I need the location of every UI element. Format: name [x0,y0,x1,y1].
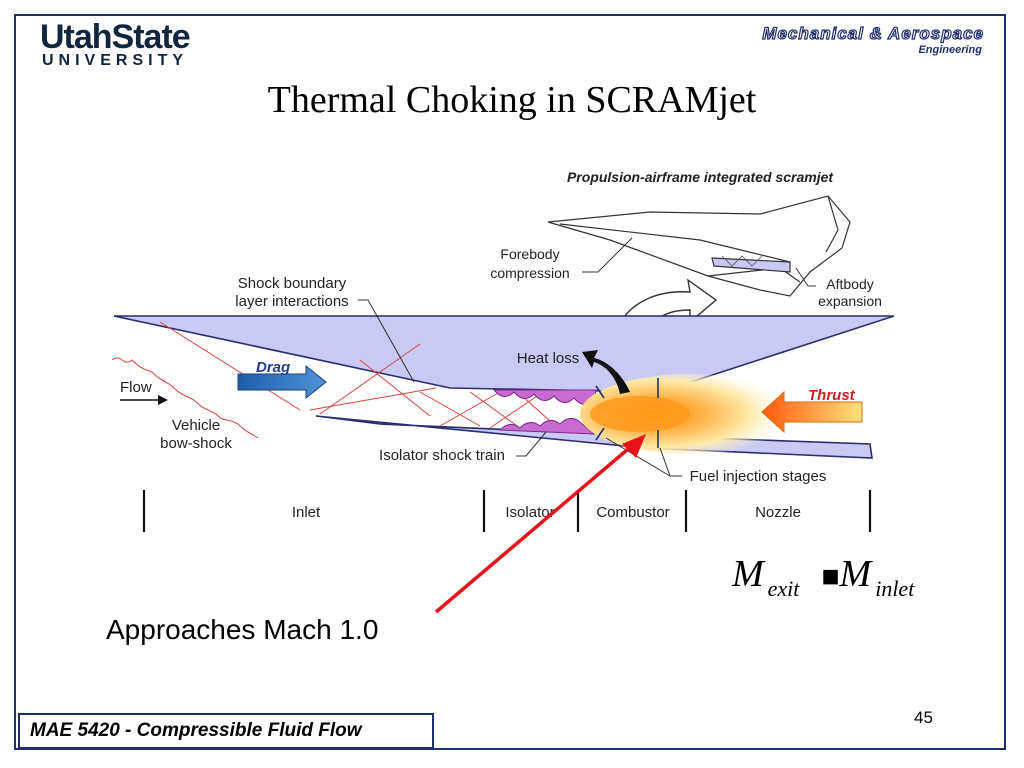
thrust-arrow [761,390,863,434]
injection-upper [492,389,597,405]
mae-dept-logo: Mechanical & Aerospace Engineering [762,23,984,56]
diagram-heading: Propulsion-airframe integrated scramjet [567,169,834,185]
flow-arrowhead [158,395,168,405]
course-footer: MAE 5420 - Compressible Fluid Flow [18,713,434,749]
bow-shock-label-2: bow-shock [160,435,232,452]
isolator-leader [516,431,547,457]
section-isolator: Isolator [505,504,554,521]
forebody-label-2: compression [490,265,569,281]
isolator-shock-train-label: Isolator shock train [379,447,505,464]
section-inlet: Inlet [292,504,321,521]
page-number: 45 [914,708,933,727]
engine-upper-body [113,315,895,393]
drag-arrow [237,364,327,400]
bow-shock-wave [111,357,259,439]
flow-label: Flow [120,379,152,396]
shock-boundary-label-1: Shock boundary [238,275,347,292]
section-dividers [142,490,872,532]
injection-lower [498,418,596,435]
forebody-label-1: Forebody [500,246,559,262]
fuel-leader-2 [659,447,682,477]
fuel-injection-arrows [595,378,659,448]
drag-label: Drag [256,359,290,376]
section-nozzle: Nozzle [755,504,801,521]
mach-caption: Approaches Mach 1.0 [106,614,379,645]
fuel-injection-label: Fuel injection stages [690,468,827,485]
shock-boundary-label-2: layer interactions [235,293,348,310]
aftbody-leader [795,267,816,287]
usu-logo: UtahState UNIVERSITY [40,18,191,69]
bow-shock-label-1: Vehicle [172,417,220,434]
heat-loss-label: Heat loss [517,350,580,367]
flame-core [590,396,690,432]
mach-annotation-arrowhead [622,434,646,458]
section-combustor: Combustor [596,504,669,521]
scramjet-vehicle [547,195,851,297]
slide-frame [14,14,1006,750]
slide-title: Thermal Choking in SCRAMjet [267,79,757,121]
forebody-leader [582,237,633,273]
shock-boundary-leader [358,299,415,383]
aftbody-label-1: Aftbody [826,276,873,292]
thrust-label: Thrust [808,387,856,404]
mach-annotation-arrow [434,442,636,614]
aftbody-label-2: expansion [818,293,882,309]
shock-lines [159,321,561,431]
heat-loss-arrow [582,350,630,394]
